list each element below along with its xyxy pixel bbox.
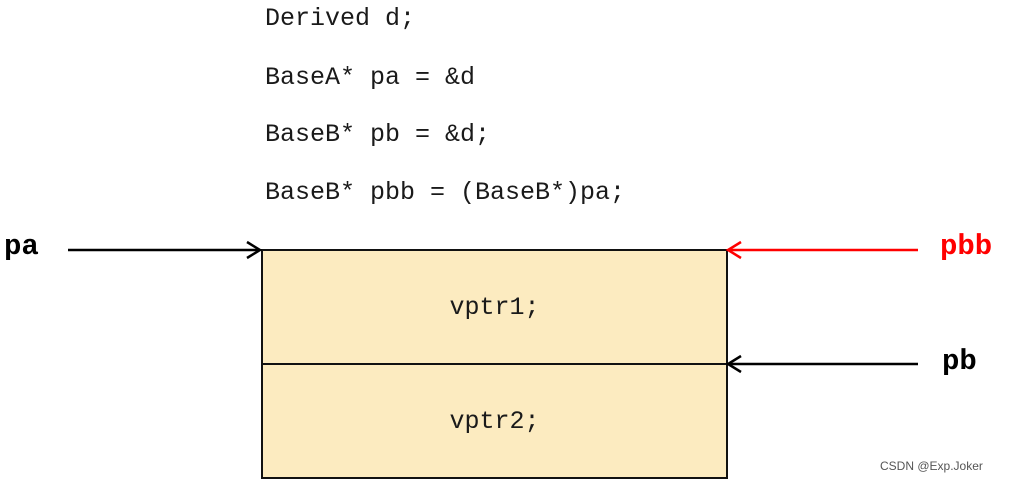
watermark: CSDN @Exp.Joker <box>880 459 983 473</box>
code-line-pa-assignment: BaseA* pa = &d <box>265 63 476 92</box>
arrow-pa <box>68 240 263 260</box>
arrow-pbb <box>725 240 918 260</box>
arrow-pb <box>725 354 918 374</box>
pointer-label-pb: pb <box>942 345 977 378</box>
memory-slot-vptr2: vptr2; <box>449 406 540 436</box>
code-line-pbb-cast: BaseB* pbb = (BaseB*)pa; <box>265 178 626 207</box>
slot-divider <box>263 363 726 365</box>
pointer-label-pa: pa <box>4 230 39 263</box>
code-line-derived-declaration: Derived d; <box>265 4 416 33</box>
pointer-label-pbb: pbb <box>940 230 993 263</box>
code-line-pb-assignment: BaseB* pb = &d; <box>265 120 491 149</box>
memory-slot-vptr1: vptr1; <box>449 292 540 322</box>
object-memory-layout: vptr1; vptr2; <box>261 249 728 479</box>
